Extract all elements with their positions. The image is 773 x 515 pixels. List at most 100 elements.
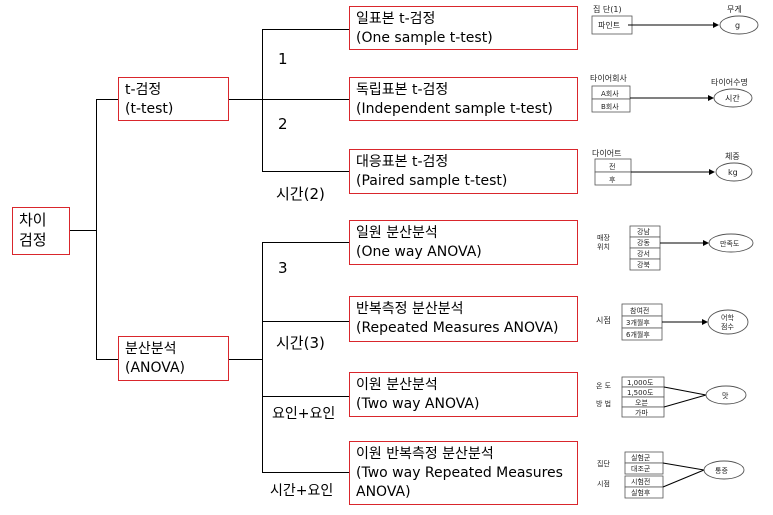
e1-var-label: 무게 xyxy=(727,4,742,14)
example-one-way: 매장 위치 강남 강동 강서 강북 만족도 xyxy=(597,225,754,271)
e6-line-b xyxy=(663,394,707,408)
e5-result-1: 어학 xyxy=(721,313,734,322)
m6-line2: (Two way ANOVA) xyxy=(356,396,480,412)
example-two-way: 온 도 방 법 1,000도 1,500도 오븐 가마 맛 xyxy=(596,376,747,418)
m7-connector-h xyxy=(262,472,349,473)
m1-line2: (One sample t-test) xyxy=(356,30,493,46)
e6-cell-b-0: 오븐 xyxy=(635,399,648,407)
e4-side-label-1: 매장 xyxy=(597,233,610,242)
e7-line-b xyxy=(662,469,705,488)
e2-result-ellipse xyxy=(713,88,753,108)
method-paired-t-test: 대응표본 t-검정 (Paired sample t-test) xyxy=(349,149,578,194)
e3-var-label: 체중 xyxy=(725,151,740,161)
anova-out-h xyxy=(229,359,262,360)
root-connector-h xyxy=(70,230,96,231)
m4-connector-h xyxy=(262,242,349,243)
m2-connector-h xyxy=(262,99,349,100)
ttest-out-h xyxy=(229,99,262,100)
e3-result: kg xyxy=(728,168,738,177)
m7-line1: 이원 반복측정 분산분석 xyxy=(356,446,494,462)
e5-result-2: 점수 xyxy=(721,323,734,331)
m7-line2: (Two way Repeated Measures xyxy=(356,465,563,481)
e4-result: 만족도 xyxy=(720,239,740,248)
method-two-way-repeated-measures-anova: 이원 반복측정 분산분석 (Two way Repeated Measures … xyxy=(349,441,578,505)
method-one-sample-t-test: 일표본 t-검정 (One sample t-test) xyxy=(349,6,578,50)
e4-cell-box-3 xyxy=(629,258,661,271)
e4-cell-0: 강남 xyxy=(637,227,650,236)
e7-cell-a-box-1 xyxy=(624,462,664,475)
anova-line1: 분산분석 xyxy=(125,341,177,357)
e7-result: 통증 xyxy=(715,467,728,475)
e7-cell-b-0: 시험전 xyxy=(631,477,650,486)
method-two-way-anova: 이원 분산분석 (Two way ANOVA) xyxy=(349,372,578,417)
m5-connector-h xyxy=(262,321,349,322)
e3-cell-0: 전 xyxy=(609,162,615,171)
m4-line1: 일원 분산분석 xyxy=(356,225,438,241)
method-one-way-anova: 일원 분산분석 (One way ANOVA) xyxy=(349,220,578,265)
m6-line1: 이원 분산분석 xyxy=(356,377,438,393)
e3-group-header: 다이어트 xyxy=(592,148,621,158)
anova-line2: (ANOVA) xyxy=(125,360,186,376)
e7-result-ellipse xyxy=(703,460,745,480)
method-repeated-measures-anova: 반복측정 분산분석 (Repeated Measures ANOVA) xyxy=(349,296,578,342)
example-two-way-repeated: 집단 시점 실험군 대조군 시험전 실험후 통증 xyxy=(597,451,745,499)
branch-label-time2: 시간(2) xyxy=(276,185,325,203)
e1-result: g xyxy=(735,21,740,30)
e5-result-ellipse xyxy=(707,309,749,335)
branch-label-2: 2 xyxy=(278,115,288,133)
example-paired: 다이어트 전 후 체중 kg xyxy=(592,148,753,186)
e5-side-label: 시점 xyxy=(596,315,611,325)
branch-label-time-factor: 시간+요인 xyxy=(270,483,334,499)
e2-var-label: 타이어수명 xyxy=(711,77,748,87)
branch-label-1: 1 xyxy=(278,50,288,68)
e1-cell: 파인트 xyxy=(598,20,620,30)
e6-side-label-0: 온 도 xyxy=(596,382,612,390)
e1-result-ellipse xyxy=(719,15,759,35)
anova-connector-h xyxy=(96,359,118,360)
e7-line-a xyxy=(662,462,705,471)
e7-cell-a-0: 실험군 xyxy=(631,453,651,462)
e6-cell-a-0: 1,000도 xyxy=(627,379,654,387)
branch-label-time3: 시간(3) xyxy=(276,334,325,352)
m5-line1: 반복측정 분산분석 xyxy=(356,301,464,317)
e4-cell-2: 강서 xyxy=(637,249,650,258)
e7-cell-a-1: 대조군 xyxy=(631,465,651,473)
e6-line-a xyxy=(663,386,707,396)
t-test-line2: (t-test) xyxy=(125,101,174,117)
root-node-difference-test: 차이 검정 xyxy=(12,207,70,255)
m1-connector-h xyxy=(262,29,349,30)
m2-line2: (Independent sample t-test) xyxy=(356,101,553,117)
e2-cell-0: A회사 xyxy=(601,89,619,98)
e5-cell-0: 참여전 xyxy=(630,306,649,315)
m2-line1: 독립표본 t-검정 xyxy=(356,82,449,98)
example-repeated: 시점 참여전 3개월후 6개월후 어학 점수 xyxy=(596,303,749,341)
m3-connector-h xyxy=(262,171,349,172)
e1-group-header: 집 단(1) xyxy=(593,4,622,14)
e3-result-ellipse xyxy=(715,162,753,182)
m5-line2: (Repeated Measures ANOVA) xyxy=(356,320,559,336)
e4-cell-1: 강동 xyxy=(637,238,650,247)
e4-side-label-2: 위치 xyxy=(597,242,610,251)
e6-side-label-1: 방 법 xyxy=(596,399,611,408)
e7-side-label-1: 시점 xyxy=(597,480,610,488)
root-line1: 차이 xyxy=(19,211,47,229)
e3-cell-box-1 xyxy=(594,171,632,186)
e7-side-label-0: 집단 xyxy=(597,459,610,468)
e5-cell-2: 6개월후 xyxy=(626,330,650,339)
e2-group-header: 타이어회사 xyxy=(590,73,627,83)
root-line2: 검정 xyxy=(19,231,47,249)
e6-cell-b-box-1 xyxy=(621,406,665,418)
e3-cell-1: 후 xyxy=(609,176,616,184)
e7-cell-b-box-1 xyxy=(624,486,664,499)
e5-cell-box-2 xyxy=(621,327,663,341)
m6-connector-h xyxy=(262,396,349,397)
ttest-trunk-v xyxy=(262,29,263,171)
m4-line2: (One way ANOVA) xyxy=(356,244,482,260)
anova-trunk-v xyxy=(262,242,263,472)
example-one-sample: 집 단(1) 파인트 무게 g xyxy=(591,4,759,35)
e5-cell-1: 3개월후 xyxy=(626,318,650,327)
method-independent-t-test: 독립표본 t-검정 (Independent sample t-test) xyxy=(349,77,578,121)
e6-cell-b-1: 가마 xyxy=(635,408,648,417)
e7-cell-b-1: 실험후 xyxy=(631,488,651,497)
